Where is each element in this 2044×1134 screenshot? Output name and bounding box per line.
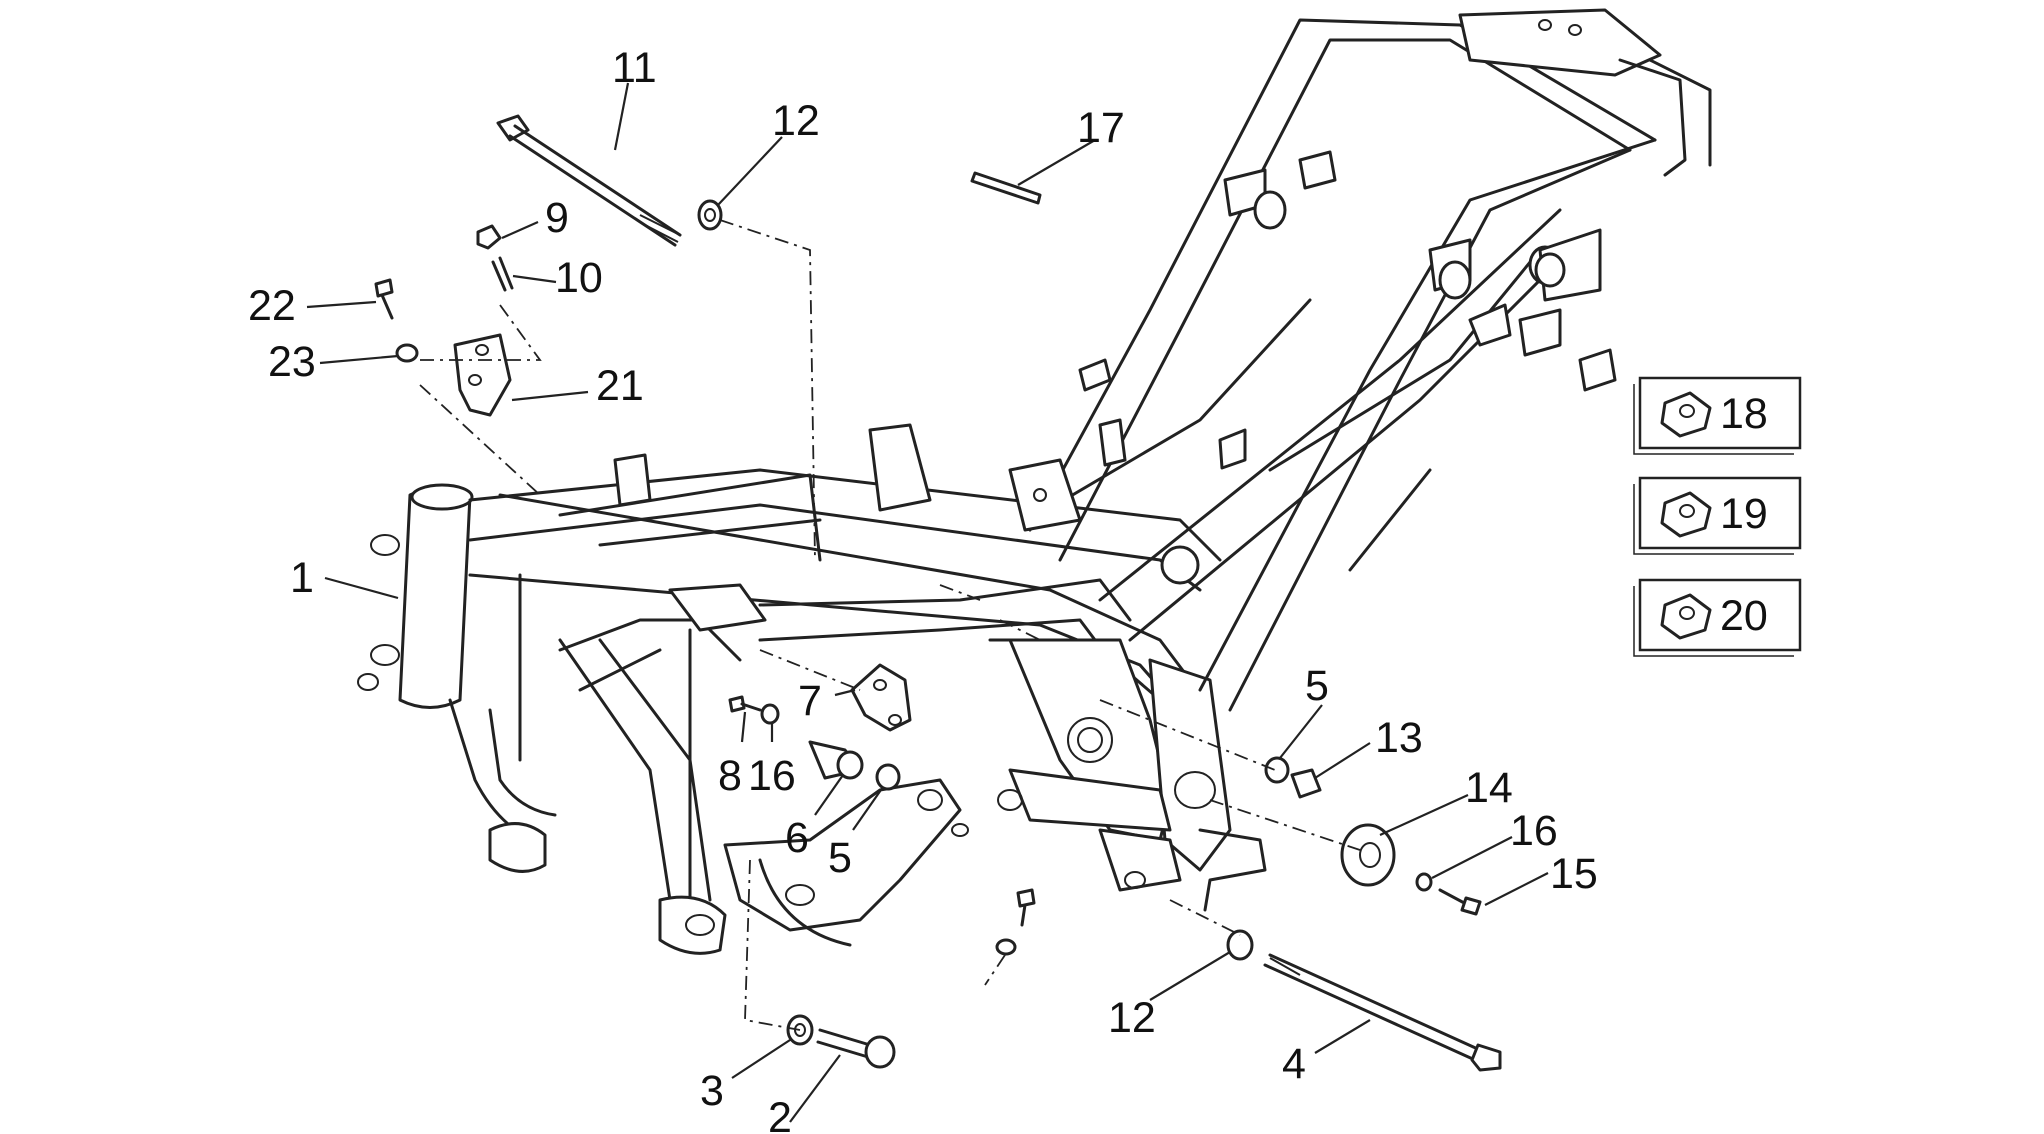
callout-7: 7 <box>798 677 822 725</box>
callout-2: 2 <box>768 1094 792 1134</box>
long-bolt-part-4 <box>1263 953 1502 1072</box>
callout-13: 13 <box>1375 714 1423 762</box>
callout-12-bottom: 12 <box>1108 994 1156 1042</box>
strip-part-17 <box>970 171 1042 205</box>
bracket-part-21 <box>453 333 512 417</box>
washer-part-5-left <box>875 763 901 791</box>
bushing-part-6 <box>808 740 864 780</box>
washer-part-5-right <box>1264 756 1290 784</box>
callout-14: 14 <box>1465 764 1513 812</box>
long-bolt-part-11 <box>496 114 682 247</box>
washer-part-16-right <box>1415 872 1433 892</box>
clip-nut-icon <box>1660 391 1712 438</box>
callout-5-right: 5 <box>1305 662 1329 710</box>
pulley-part-14 <box>1340 823 1396 887</box>
kit-box-19: 19 <box>1633 476 1802 555</box>
callout-16-left: 16 <box>748 752 796 800</box>
callout-labels: 11 12 17 9 10 22 23 21 1 7 8 16 6 5 5 13… <box>248 44 1598 1134</box>
callout-8: 8 <box>718 752 742 800</box>
nut-part-9 <box>476 224 502 250</box>
leader-lines <box>306 82 1549 1123</box>
washer-part-16-left <box>760 703 780 725</box>
assembly-lines <box>419 219 1361 1031</box>
callout-11: 11 <box>612 44 657 92</box>
spacer-part-13 <box>1290 768 1322 799</box>
stud-part-10 <box>491 256 514 292</box>
kit-number-18: 18 <box>1720 390 1768 438</box>
clip-nut-icon <box>1660 491 1712 538</box>
spacer-part-12-top <box>697 199 723 231</box>
kit-box-20: 20 <box>1633 578 1802 657</box>
callout-15: 15 <box>1550 850 1598 898</box>
bolt-part-15 <box>1438 888 1482 916</box>
bolt-part-2 <box>816 1028 896 1069</box>
callout-9: 9 <box>545 194 569 242</box>
spacer-part-12-bottom <box>1226 929 1254 961</box>
callout-10: 10 <box>555 254 603 302</box>
bolt-part-8 <box>728 695 762 713</box>
clip-nut-icon <box>1660 593 1712 640</box>
callout-22: 22 <box>248 282 296 330</box>
callout-17: 17 <box>1077 104 1125 152</box>
callout-23: 23 <box>268 338 316 386</box>
callout-21: 21 <box>596 362 644 410</box>
kit-box-18: 18 <box>1633 376 1802 455</box>
callout-12-top: 12 <box>772 97 820 145</box>
kit-number-20: 20 <box>1720 592 1768 640</box>
washer-part-23 <box>395 343 419 363</box>
callout-6: 6 <box>785 814 809 862</box>
kit-number-19: 19 <box>1720 490 1768 538</box>
callout-3: 3 <box>700 1067 724 1115</box>
bolt-part-22 <box>374 278 394 320</box>
callout-1: 1 <box>290 554 314 602</box>
main-frame <box>357 8 1712 955</box>
callout-16-right: 16 <box>1510 807 1558 855</box>
callout-4: 4 <box>1282 1040 1306 1088</box>
bolt-small-lower <box>995 888 1036 956</box>
callout-5-left: 5 <box>828 834 852 882</box>
bracket-part-7 <box>850 663 912 732</box>
steering-head <box>398 486 472 709</box>
